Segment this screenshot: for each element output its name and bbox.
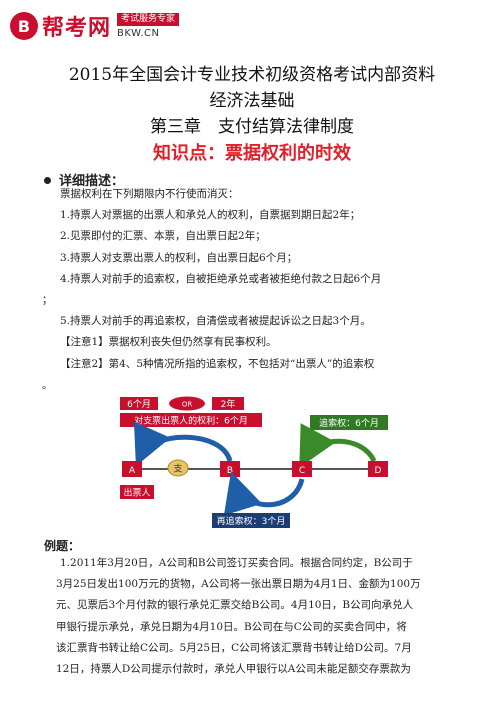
bullet-dot-icon xyxy=(44,177,51,184)
period-2y-box xyxy=(212,397,244,410)
detail-line: 4.持票人对前手的追索权，自被拒绝承兑或者被拒绝付款之日起6个月 xyxy=(60,272,382,285)
example-line: 甲银行提示承兑，承兑日期为4月10日。B公司在与C公司的买卖合同中，将 xyxy=(56,620,407,633)
detail-line: 2.见票即付的汇票、本票，自出票日起2年； xyxy=(60,230,266,243)
re-recourse-label: 再追索权：3个月 xyxy=(217,515,286,527)
example-line: 12日，持票人D公司提示付款时，承兑人甲银行以A公司未能足额交存票款为 xyxy=(56,663,411,676)
document-titles: 2015年全国会计专业技术初级资格考试内部资料 经济法基础 第三章 支付结算法律… xyxy=(0,62,504,168)
node-a-label: A xyxy=(129,466,136,476)
example-line: 该汇票背书转让给C公司。5月25日，C公司将该汇票背书转让给D公司。7月 xyxy=(56,641,412,654)
detail-line: 5.持票人对前手的再追索权，自清偿或者被提起诉讼之日起3个月。 xyxy=(60,315,371,328)
detail-line: ； xyxy=(42,294,53,307)
recourse-label: 追索权：6个月 xyxy=(319,417,379,429)
example-line: 元、见票后3个月付款的银行承兑汇票交给B公司。4月10日，B公司向承兑人 xyxy=(56,599,414,612)
node-b-label: B xyxy=(227,466,233,476)
detail-line: 【注意1】票据权利丧失但仍然享有民事权利。 xyxy=(60,336,277,349)
site-logo[interactable]: B 帮考网 考试服务专家 BKW.CN xyxy=(10,10,180,42)
example-heading: 例题： xyxy=(44,539,81,553)
node-c-label: C xyxy=(299,466,305,476)
recourse-curve-arrow xyxy=(299,423,377,468)
logo-mark: B xyxy=(10,12,38,40)
drawer-right-label: 对支票出票人的权利：6个月 xyxy=(134,415,248,427)
re-recourse-box xyxy=(212,513,290,528)
period-6m-box xyxy=(120,397,158,410)
example-body: 1.2011年3月20日，A公司和B公司签订买卖合同。根据合同约定，B公司于 3… xyxy=(56,553,460,680)
limitation-diagram: 6个月 OR 2年 对支票出票人的权利：6个月 追索权：6个月 A 支 B C … xyxy=(120,396,388,528)
detail-heading: 详细描述： xyxy=(44,170,124,189)
period-2y-label: 2年 xyxy=(221,398,236,410)
pay-label: 支 xyxy=(173,463,182,475)
node-a xyxy=(122,461,142,477)
knowledge-point-title: 知识点：票据权利的时效 xyxy=(153,143,351,164)
detail-line: 1.持票人对票据的出票人和承兑人的权利，自票据到期日起2年； xyxy=(60,209,361,222)
detail-body: 票据权利在下列期限内不行使而消灭： 1.持票人对票据的出票人和承兑人的权利，自票… xyxy=(42,184,460,396)
detail-heading-text: 详细描述： xyxy=(59,174,125,189)
detail-line: 【注意2】第4、5种情况所指的追索权，不包括对“出票人”的追索权 xyxy=(60,357,375,370)
doc-title-main: 2015年全国会计专业技术初级资格考试内部资料 xyxy=(68,65,436,85)
doc-title-subject: 经济法基础 xyxy=(209,91,295,111)
logo-badge: 考试服务专家 xyxy=(117,12,180,26)
period-6m-label: 6个月 xyxy=(127,399,151,410)
detail-line: 。 xyxy=(42,378,53,391)
node-d xyxy=(368,461,388,477)
logo-name: 帮考网 xyxy=(42,16,112,41)
detail-line: 3.持票人对支票出票人的权利，自出票日起6个月； xyxy=(60,251,298,264)
logo-url: BKW.CN xyxy=(117,27,160,39)
or-label: OR xyxy=(182,401,193,409)
lower-curve-arrow xyxy=(223,471,305,516)
example-line: 1.2011年3月20日，A公司和B公司签订买卖合同。根据合同约定，B公司于 xyxy=(60,557,413,569)
logo-side: 考试服务专家 BKW.CN xyxy=(117,12,180,40)
or-badge xyxy=(169,396,205,411)
node-c xyxy=(292,461,312,477)
pay-badge xyxy=(167,459,189,477)
drawer-box xyxy=(120,485,154,499)
node-d-label: D xyxy=(375,466,382,476)
doc-title-chapter: 第三章 支付结算法律制度 xyxy=(150,117,354,137)
drawer-label: 出票人 xyxy=(123,487,150,499)
example-line: 3月25日发出100万元的货物，A公司将一张出票日期为4月1日、金额为100万 xyxy=(56,578,421,591)
detail-line: 票据权利在下列期限内不行使而消灭： xyxy=(60,188,239,200)
upper-curve-arrow xyxy=(133,421,233,467)
